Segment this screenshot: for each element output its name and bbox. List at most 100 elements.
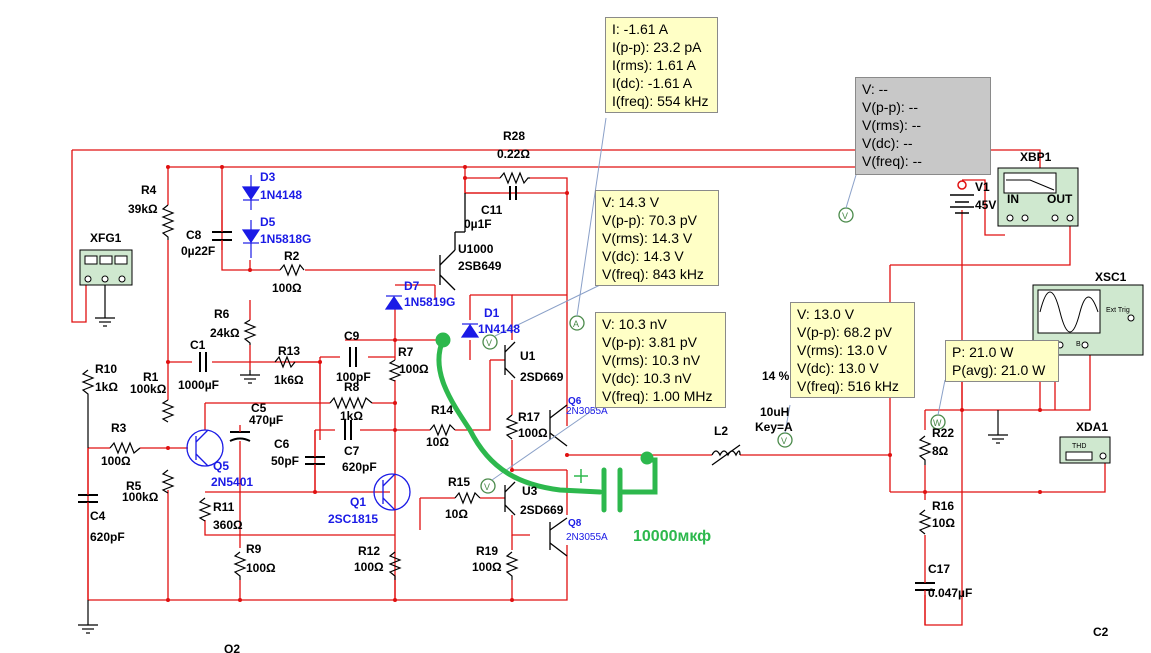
r7-value: 100Ω: [399, 362, 429, 376]
r1-name: R1: [143, 370, 159, 384]
junction-dots: [166, 165, 1042, 602]
resistor-r28: [499, 171, 530, 185]
probe-line: V(p-p): 70.3 pV: [602, 212, 697, 228]
capacitor-c7: [344, 420, 352, 440]
xbp1-label: XBP1: [1020, 150, 1052, 164]
r15-name: R15: [448, 475, 470, 489]
capacitor-c1: [199, 352, 207, 372]
distortion-analyzer-xda1[interactable]: [1059, 436, 1111, 464]
c4-value: 620pF: [90, 530, 125, 544]
probe-line: V(rms): 13.0 V: [797, 342, 888, 358]
r5-name: R5: [126, 479, 142, 493]
u3-value: 2SD669: [520, 503, 564, 517]
r1-value: 100kΩ: [130, 382, 167, 396]
r9-value: 100Ω: [246, 561, 276, 575]
transistor-q5: [186, 429, 224, 467]
probe-line: V(rms): --: [862, 117, 922, 133]
r14-value: 10Ω: [426, 435, 449, 449]
l2-value: 10uH: [760, 405, 789, 419]
resistor-r14: [429, 423, 456, 437]
c11-name: C11: [481, 203, 503, 217]
c1-value: 1000µF: [178, 378, 219, 392]
r3-name: R3: [111, 421, 127, 435]
probe-line: V(freq): 1.00 MHz: [602, 388, 713, 404]
function-generator-xfg1[interactable]: [79, 249, 133, 286]
ground-r6: [240, 370, 260, 384]
svg-text:W: W: [933, 418, 942, 428]
r14-name: R14: [431, 403, 453, 417]
bode-plotter-xbp1[interactable]: [997, 167, 1079, 227]
r16-name: R16: [932, 499, 954, 513]
probe-line: V(rms): 14.3 V: [602, 230, 693, 246]
d3-name: D3: [260, 170, 276, 184]
xsc1-label: XSC1: [1095, 270, 1127, 284]
c5-name: C5: [251, 401, 267, 415]
c4-name: C4: [90, 509, 106, 523]
xsc1-ext-trig-label: Ext Trig: [1106, 307, 1130, 314]
u1-name: U1: [520, 349, 536, 363]
probe-line: I(p-p): 23.2 pA: [612, 39, 702, 55]
resistor-r11: [198, 497, 212, 522]
r19-name: R19: [476, 544, 498, 558]
diode-d5: [241, 220, 261, 258]
r8-name: R8: [344, 380, 360, 394]
r6-name: R6: [214, 307, 230, 321]
voltage-probe-readout-13v: V: 13.0 V V(p-p): 68.2 pV V(rms): 13.0 V…: [790, 302, 915, 398]
r16-value: 10Ω: [932, 516, 955, 530]
probe-line: V(p-p): --: [862, 99, 918, 115]
resistor-r19: [505, 551, 519, 580]
wires: [71, 149, 1106, 626]
probe-line: P(avg): 21.0 W: [952, 362, 1046, 378]
voltage-probe-icon: V: [838, 207, 854, 223]
svg-text:A: A: [573, 319, 579, 329]
probe-line: I(rms): 1.61 A: [612, 57, 697, 73]
c17-name: C17: [928, 562, 950, 576]
ground-xfg1: [95, 285, 115, 327]
probe-line: V(p-p): 3.81 pV: [602, 334, 697, 350]
xfg1-label: XFG1: [90, 231, 122, 245]
diodes: [241, 175, 480, 338]
c9-name: C9: [344, 329, 360, 343]
cap-leads: [87, 210, 926, 625]
r22-name: R22: [932, 426, 954, 440]
resistor-r7: [388, 359, 402, 382]
resistor-r16: [918, 509, 932, 535]
xda1-thd-label: THD: [1072, 443, 1086, 450]
probe-line: I(dc): -1.61 A: [612, 75, 693, 91]
q6-name: Q6: [568, 396, 582, 407]
r8-value: 1kΩ: [340, 409, 363, 423]
probe-line: V(dc): 14.3 V: [602, 248, 684, 264]
transistor-u1000: [439, 193, 466, 291]
resistor-r10: [81, 369, 95, 448]
resistor-r13: [274, 355, 296, 369]
q5-value: 2N5401: [211, 475, 253, 489]
resistor-r8: [329, 396, 373, 410]
r11-value: 360Ω: [213, 518, 243, 532]
probe-line: V(rms): 10.3 nV: [602, 352, 701, 368]
inductor-l2: [711, 444, 741, 466]
r5-value: 100kΩ: [122, 490, 159, 504]
xbp1-in-label: IN: [1007, 192, 1019, 206]
c11-value: 0µ1F: [464, 217, 492, 231]
ground-right: [988, 410, 1008, 444]
capacitor-c11: [509, 186, 517, 200]
r6-value: 24kΩ: [210, 326, 240, 340]
xsc1-b-label: B: [1076, 341, 1081, 348]
r10-value: 1kΩ: [95, 380, 118, 394]
r11-name: R11: [213, 500, 235, 514]
resistor-r9: [233, 551, 247, 580]
probe-line: V(p-p): 68.2 pV: [797, 324, 892, 340]
r17-name: R17: [518, 410, 540, 424]
transistor-q8: [549, 517, 568, 557]
q6-value: 2N3055A: [566, 406, 608, 417]
grounds: [78, 285, 1008, 634]
q8-value: 2N3055A: [566, 532, 608, 543]
probe-line: I(freq): 554 kHz: [612, 93, 709, 109]
l2-key: Key=A: [755, 420, 793, 434]
probe-line: V(dc): 10.3 nV: [602, 370, 692, 386]
r22-value: 8Ω: [932, 444, 949, 458]
probe-leader-lines: [491, 117, 946, 481]
probe-line: I: -1.61 A: [612, 21, 669, 37]
c8-value: 0µ22F: [181, 244, 215, 258]
